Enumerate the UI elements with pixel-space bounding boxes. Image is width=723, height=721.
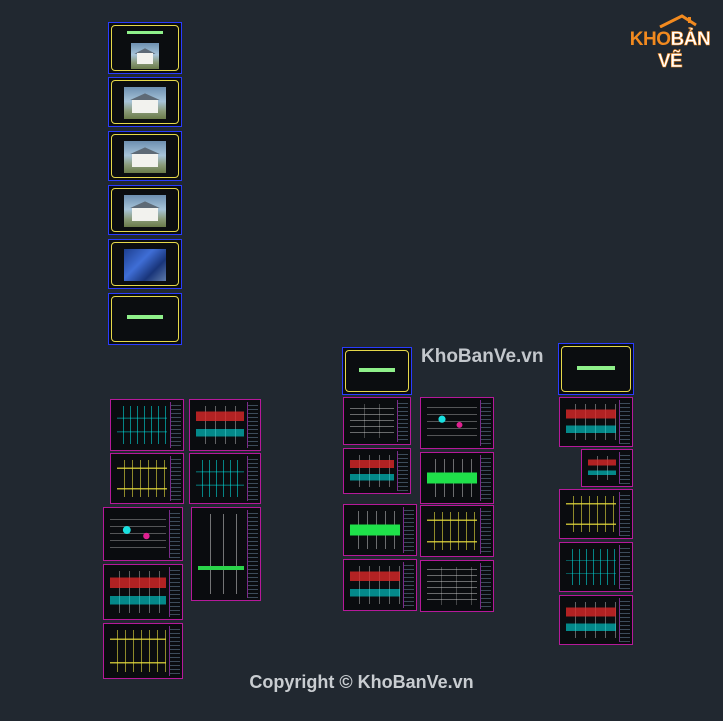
render-image (124, 87, 166, 119)
drawing-sheet[interactable] (559, 595, 633, 645)
drawing-sheet[interactable] (103, 564, 183, 620)
drawing-sheet[interactable] (420, 452, 494, 504)
drawing-sheet[interactable] (559, 542, 633, 592)
drawing-sheet[interactable] (581, 449, 633, 487)
render-sheet-1[interactable] (108, 77, 182, 127)
drawing-sheet[interactable] (343, 397, 411, 445)
drawing-sheet[interactable] (189, 399, 261, 451)
drawing-sheet[interactable] (343, 559, 417, 611)
drawing-sheet[interactable] (191, 507, 261, 601)
section-label-bar (127, 315, 163, 319)
render-image (124, 195, 166, 227)
house-roof-logo-icon (659, 14, 697, 28)
section-label-bar (577, 366, 615, 370)
drawing-sheet[interactable] (110, 453, 184, 504)
drawing-sheet[interactable] (103, 623, 183, 679)
render-sheet-3[interactable] (108, 185, 182, 235)
section-cover-sheet-left[interactable] (108, 293, 182, 345)
copyright-watermark: Copyright © KhoBanVe.vn (249, 672, 474, 692)
render-sheet-4[interactable] (108, 239, 182, 289)
title-label-bar (127, 31, 163, 34)
render-image (124, 249, 166, 281)
render-image (124, 141, 166, 173)
section-label-bar (359, 368, 395, 372)
drawing-sheet[interactable] (559, 489, 633, 539)
cover-sheet-title[interactable] (108, 22, 182, 74)
section-cover-sheet-middle[interactable] (342, 347, 412, 395)
logo-text: KHOBẢN VẼ (629, 29, 711, 73)
drawing-sheet[interactable] (420, 397, 494, 449)
drawing-sheet[interactable] (343, 448, 411, 494)
drawing-sheet[interactable] (343, 504, 417, 556)
drawing-sheet[interactable] (420, 505, 494, 557)
drawing-sheet[interactable] (110, 399, 184, 451)
drawing-sheet[interactable] (559, 397, 633, 447)
drawing-sheet[interactable] (103, 507, 183, 561)
render-thumbnail (131, 43, 159, 69)
khobanve-logo: KHOBẢN VẼ (626, 12, 714, 72)
render-sheet-2[interactable] (108, 131, 182, 181)
section-cover-sheet-right[interactable] (558, 343, 634, 395)
drawing-sheet[interactable] (420, 560, 494, 612)
center-watermark: KhoBanVe.vn (421, 346, 544, 367)
drawing-sheet[interactable] (189, 453, 261, 504)
